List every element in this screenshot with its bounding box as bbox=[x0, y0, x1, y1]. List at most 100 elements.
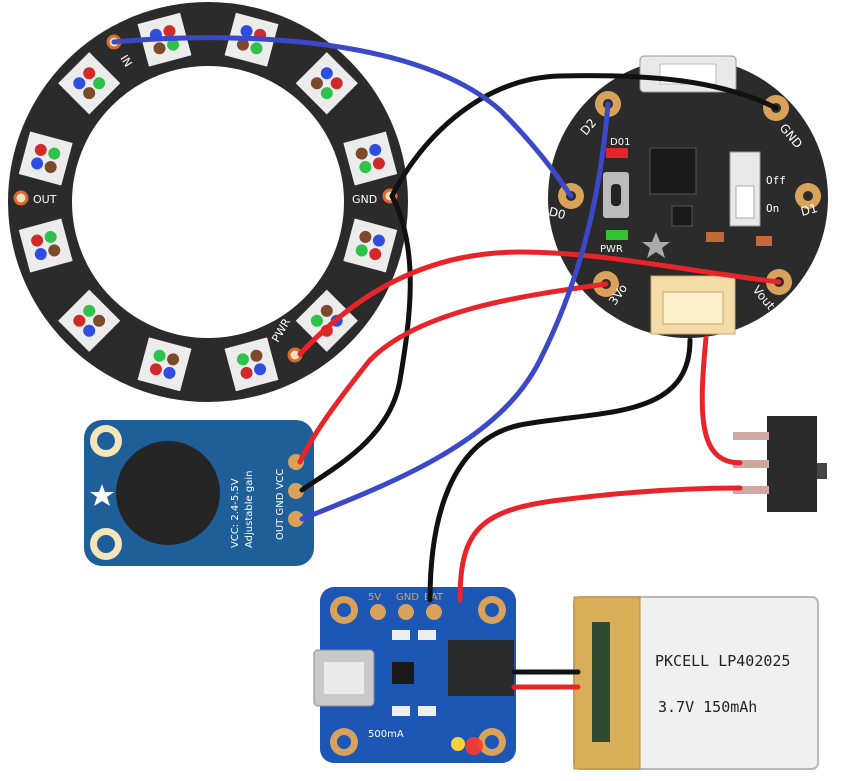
neopixel-led-die bbox=[310, 314, 323, 327]
neopixel-led-die bbox=[163, 25, 176, 38]
battery-protection-strip bbox=[592, 622, 610, 742]
neopixel-led-die bbox=[167, 353, 180, 366]
neopixel-led-die bbox=[320, 87, 333, 100]
charger-mount-hole-tl-center bbox=[337, 603, 351, 617]
neopixel-led-die bbox=[31, 234, 44, 247]
neopixel-led-die bbox=[93, 77, 106, 90]
charger-pad-5v bbox=[370, 604, 386, 620]
neopixel-led-die bbox=[355, 244, 368, 257]
neopixel-led-die bbox=[153, 349, 166, 362]
wire-mic-out-to-d2 bbox=[299, 101, 611, 522]
wire-vout-to-ring-pwr bbox=[297, 249, 782, 357]
wire-3vo-to-mic-vcc bbox=[297, 281, 609, 465]
neopixel-led-die bbox=[34, 143, 47, 156]
neopixel-led-die bbox=[310, 77, 323, 90]
neopixel-led-body bbox=[18, 131, 73, 186]
charger-pad-gnd bbox=[398, 604, 414, 620]
neopixel-led bbox=[18, 218, 73, 273]
neopixel-led-die bbox=[34, 248, 47, 261]
flora-star-logo bbox=[642, 232, 670, 258]
neopixel-led-die bbox=[250, 349, 263, 362]
neopixel-led-die bbox=[240, 25, 253, 38]
neopixel-led-die bbox=[44, 161, 57, 174]
neopixel-led bbox=[295, 52, 358, 115]
neopixel-led bbox=[18, 131, 73, 186]
charger-label-5v: 5V bbox=[368, 592, 381, 603]
neopixel-led bbox=[58, 289, 121, 352]
flora-label-off: Off bbox=[766, 174, 786, 187]
switch-pin-2 bbox=[733, 460, 769, 468]
neopixel-led-die bbox=[254, 363, 267, 376]
charger-led-yellow bbox=[451, 737, 465, 751]
lipo-charger-board: 5V GND BAT 500mA bbox=[313, 587, 516, 763]
neopixel-led-die bbox=[83, 67, 96, 80]
neopixel-led-die bbox=[359, 161, 372, 174]
flora-power-switch-slider bbox=[735, 185, 755, 219]
mic-amp-board: VCC: 2.4-5.5V Adjustable gain OUT GND VC… bbox=[84, 420, 314, 566]
neopixel-led-body bbox=[343, 131, 398, 186]
neopixel-led bbox=[137, 337, 192, 392]
neopixel-led-die bbox=[48, 147, 61, 160]
charger-mount-hole-br-center bbox=[485, 735, 499, 749]
flora-label-d1: D1 bbox=[799, 201, 819, 219]
mic-pad-gnd bbox=[288, 483, 304, 499]
mic-label-pins: OUT GND VCC bbox=[275, 469, 286, 540]
switch-pin-3 bbox=[733, 486, 769, 494]
mic-pad-out bbox=[288, 511, 304, 527]
wire-gnd-net bbox=[299, 73, 779, 493]
switch-pin-1 bbox=[733, 432, 769, 440]
neopixel-led bbox=[343, 131, 398, 186]
flora-jst-socket bbox=[662, 291, 724, 325]
flora-led-green bbox=[606, 230, 628, 240]
flora-label-on: On bbox=[766, 202, 779, 215]
flora-label-d0: D0 bbox=[547, 204, 567, 222]
charger-pcb bbox=[320, 587, 516, 763]
charger-led-red bbox=[465, 737, 483, 755]
charger-smd-4 bbox=[418, 706, 436, 716]
flora-mcu-chip bbox=[649, 147, 697, 195]
slide-switch bbox=[733, 416, 827, 512]
flora-led-red bbox=[606, 148, 628, 158]
flora-label-pwr: PWR bbox=[600, 244, 623, 255]
neopixel-led-die bbox=[369, 248, 382, 261]
flora-chip-small bbox=[671, 205, 693, 227]
battery-label-model: PKCELL LP402025 bbox=[655, 652, 790, 670]
neopixel-led-die bbox=[359, 230, 372, 243]
neopixel-led-body bbox=[58, 289, 121, 352]
neopixel-led-die bbox=[369, 143, 382, 156]
neopixel-led-die bbox=[93, 314, 106, 327]
neopixel-led-body bbox=[224, 337, 279, 392]
neopixel-led-die bbox=[83, 87, 96, 100]
flora-board: D2 GND D0 D1 3Vo Vout Off On D01 PWR bbox=[547, 55, 828, 338]
charger-label-rate: 500mA bbox=[368, 729, 404, 740]
wire-charger-gnd bbox=[427, 337, 693, 603]
neopixel-ring: IN OUT GND PWR bbox=[8, 2, 408, 402]
flora-resistor bbox=[706, 232, 724, 242]
wire-switch-to-flora bbox=[699, 335, 743, 466]
neopixel-led-die bbox=[372, 157, 385, 170]
ring-pcb bbox=[8, 2, 408, 402]
neopixel-led-die bbox=[48, 244, 61, 257]
charger-jst-socket bbox=[448, 640, 514, 696]
ring-label-gnd: GND bbox=[352, 193, 377, 206]
charger-mount-hole-tr-center bbox=[485, 603, 499, 617]
flora-resistor-2 bbox=[756, 236, 772, 246]
wire-charger-bat-to-switch bbox=[457, 485, 743, 603]
neopixel-led-die bbox=[250, 42, 263, 55]
mic-star-logo bbox=[90, 484, 114, 506]
neopixel-led-die bbox=[44, 230, 57, 243]
mic-mount-hole-top-center bbox=[97, 432, 115, 450]
neopixel-led bbox=[343, 218, 398, 273]
charger-smd-2 bbox=[418, 630, 436, 640]
neopixel-led-body bbox=[295, 289, 358, 352]
wire-d0-to-ring-in bbox=[111, 35, 574, 199]
neopixel-led bbox=[224, 337, 279, 392]
neopixel-led-die bbox=[330, 77, 343, 90]
charger-ic bbox=[392, 662, 414, 684]
neopixel-led-die bbox=[163, 366, 176, 379]
neopixel-led-die bbox=[320, 304, 333, 317]
charger-pad-bat bbox=[426, 604, 442, 620]
switch-body bbox=[767, 416, 817, 512]
switch-lever bbox=[817, 463, 827, 479]
neopixel-led-body bbox=[137, 337, 192, 392]
